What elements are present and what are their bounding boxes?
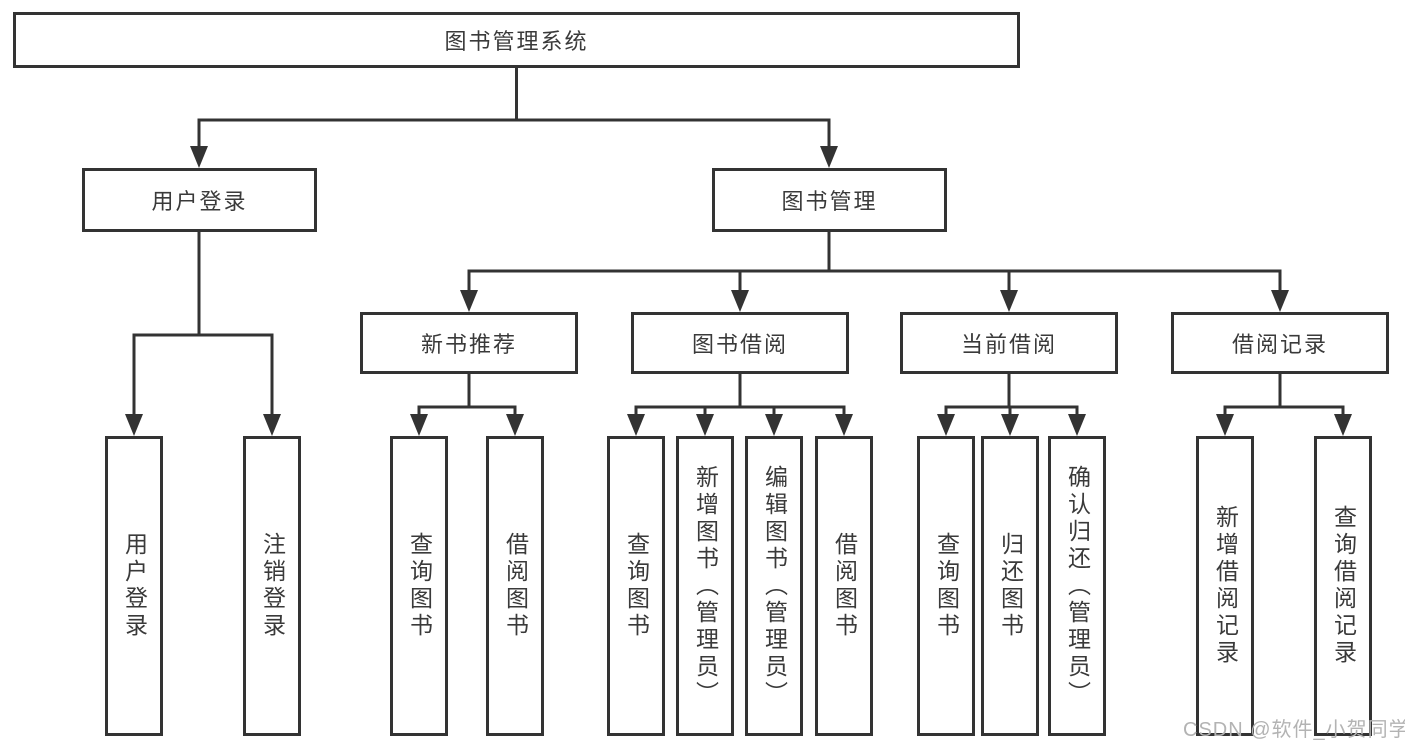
- connector-root-to-level2: [190, 68, 838, 168]
- leaf-query-borrow-record-label: 查询借阅记录: [1330, 505, 1357, 667]
- connector-current-borrow-subtree: [937, 374, 1086, 436]
- leaf-edit-books-admin: 编辑图书（管理员）: [745, 436, 803, 736]
- leaf-return-books: 归还图书: [981, 436, 1039, 736]
- connector-book-management-to-level3: [460, 232, 1289, 312]
- connector-user-login-subtree: [125, 232, 281, 436]
- leaf-edit-books-admin-label: 编辑图书（管理员）: [761, 464, 788, 708]
- leaf-query-books-2: 查询图书: [607, 436, 665, 736]
- leaf-borrow-books-2: 借阅图书: [815, 436, 873, 736]
- csdn-watermark: CSDN @软件_小贺同学: [1183, 719, 1405, 741]
- leaf-query-books-2-label: 查询图书: [623, 532, 650, 640]
- leaf-return-books-label: 归还图书: [997, 532, 1024, 640]
- leaf-confirm-return-admin-label: 确认归还（管理员）: [1064, 464, 1091, 708]
- leaf-add-borrow-record-label: 新增借阅记录: [1212, 505, 1239, 667]
- node-current-borrowing-label: 当前借阅: [960, 332, 1057, 357]
- leaf-query-borrow-record: 查询借阅记录: [1314, 436, 1372, 736]
- leaf-query-books-1: 查询图书: [390, 436, 448, 736]
- node-book-management-label: 图书管理: [781, 189, 878, 214]
- node-book-borrowing: 图书借阅: [631, 312, 849, 374]
- leaf-add-books-admin-label: 新增图书（管理员）: [692, 464, 719, 708]
- leaf-query-books-1-label: 查询图书: [406, 532, 433, 640]
- node-current-borrowing: 当前借阅: [900, 312, 1118, 374]
- node-user-login: 用户登录: [82, 168, 317, 232]
- connector-new-book-subtree: [410, 374, 524, 436]
- node-borrowing-records-label: 借阅记录: [1231, 332, 1328, 357]
- leaf-borrow-books-1-label: 借阅图书: [502, 532, 529, 640]
- node-book-management: 图书管理: [712, 168, 947, 232]
- leaf-query-books-3: 查询图书: [917, 436, 975, 736]
- connector-book-borrow-subtree: [627, 374, 853, 436]
- node-new-book-recommend-label: 新书推荐: [420, 332, 517, 357]
- leaf-user-login: 用户登录: [105, 436, 163, 736]
- node-borrowing-records: 借阅记录: [1171, 312, 1389, 374]
- node-root-label: 图书管理系统: [444, 29, 589, 54]
- node-root: 图书管理系统: [13, 12, 1020, 68]
- leaf-borrow-books-2-label: 借阅图书: [831, 532, 858, 640]
- node-book-borrowing-label: 图书借阅: [691, 332, 788, 357]
- leaf-query-books-3-label: 查询图书: [933, 532, 960, 640]
- leaf-add-borrow-record: 新增借阅记录: [1196, 436, 1254, 736]
- leaf-logout: 注销登录: [243, 436, 301, 736]
- leaf-user-login-label: 用户登录: [121, 532, 148, 640]
- connector-borrow-record-subtree: [1216, 374, 1352, 436]
- leaf-confirm-return-admin: 确认归还（管理员）: [1048, 436, 1106, 736]
- leaf-logout-label: 注销登录: [259, 532, 286, 640]
- leaf-borrow-books-1: 借阅图书: [486, 436, 544, 736]
- leaf-add-books-admin: 新增图书（管理员）: [676, 436, 734, 736]
- node-user-login-label: 用户登录: [151, 189, 248, 214]
- node-new-book-recommend: 新书推荐: [360, 312, 578, 374]
